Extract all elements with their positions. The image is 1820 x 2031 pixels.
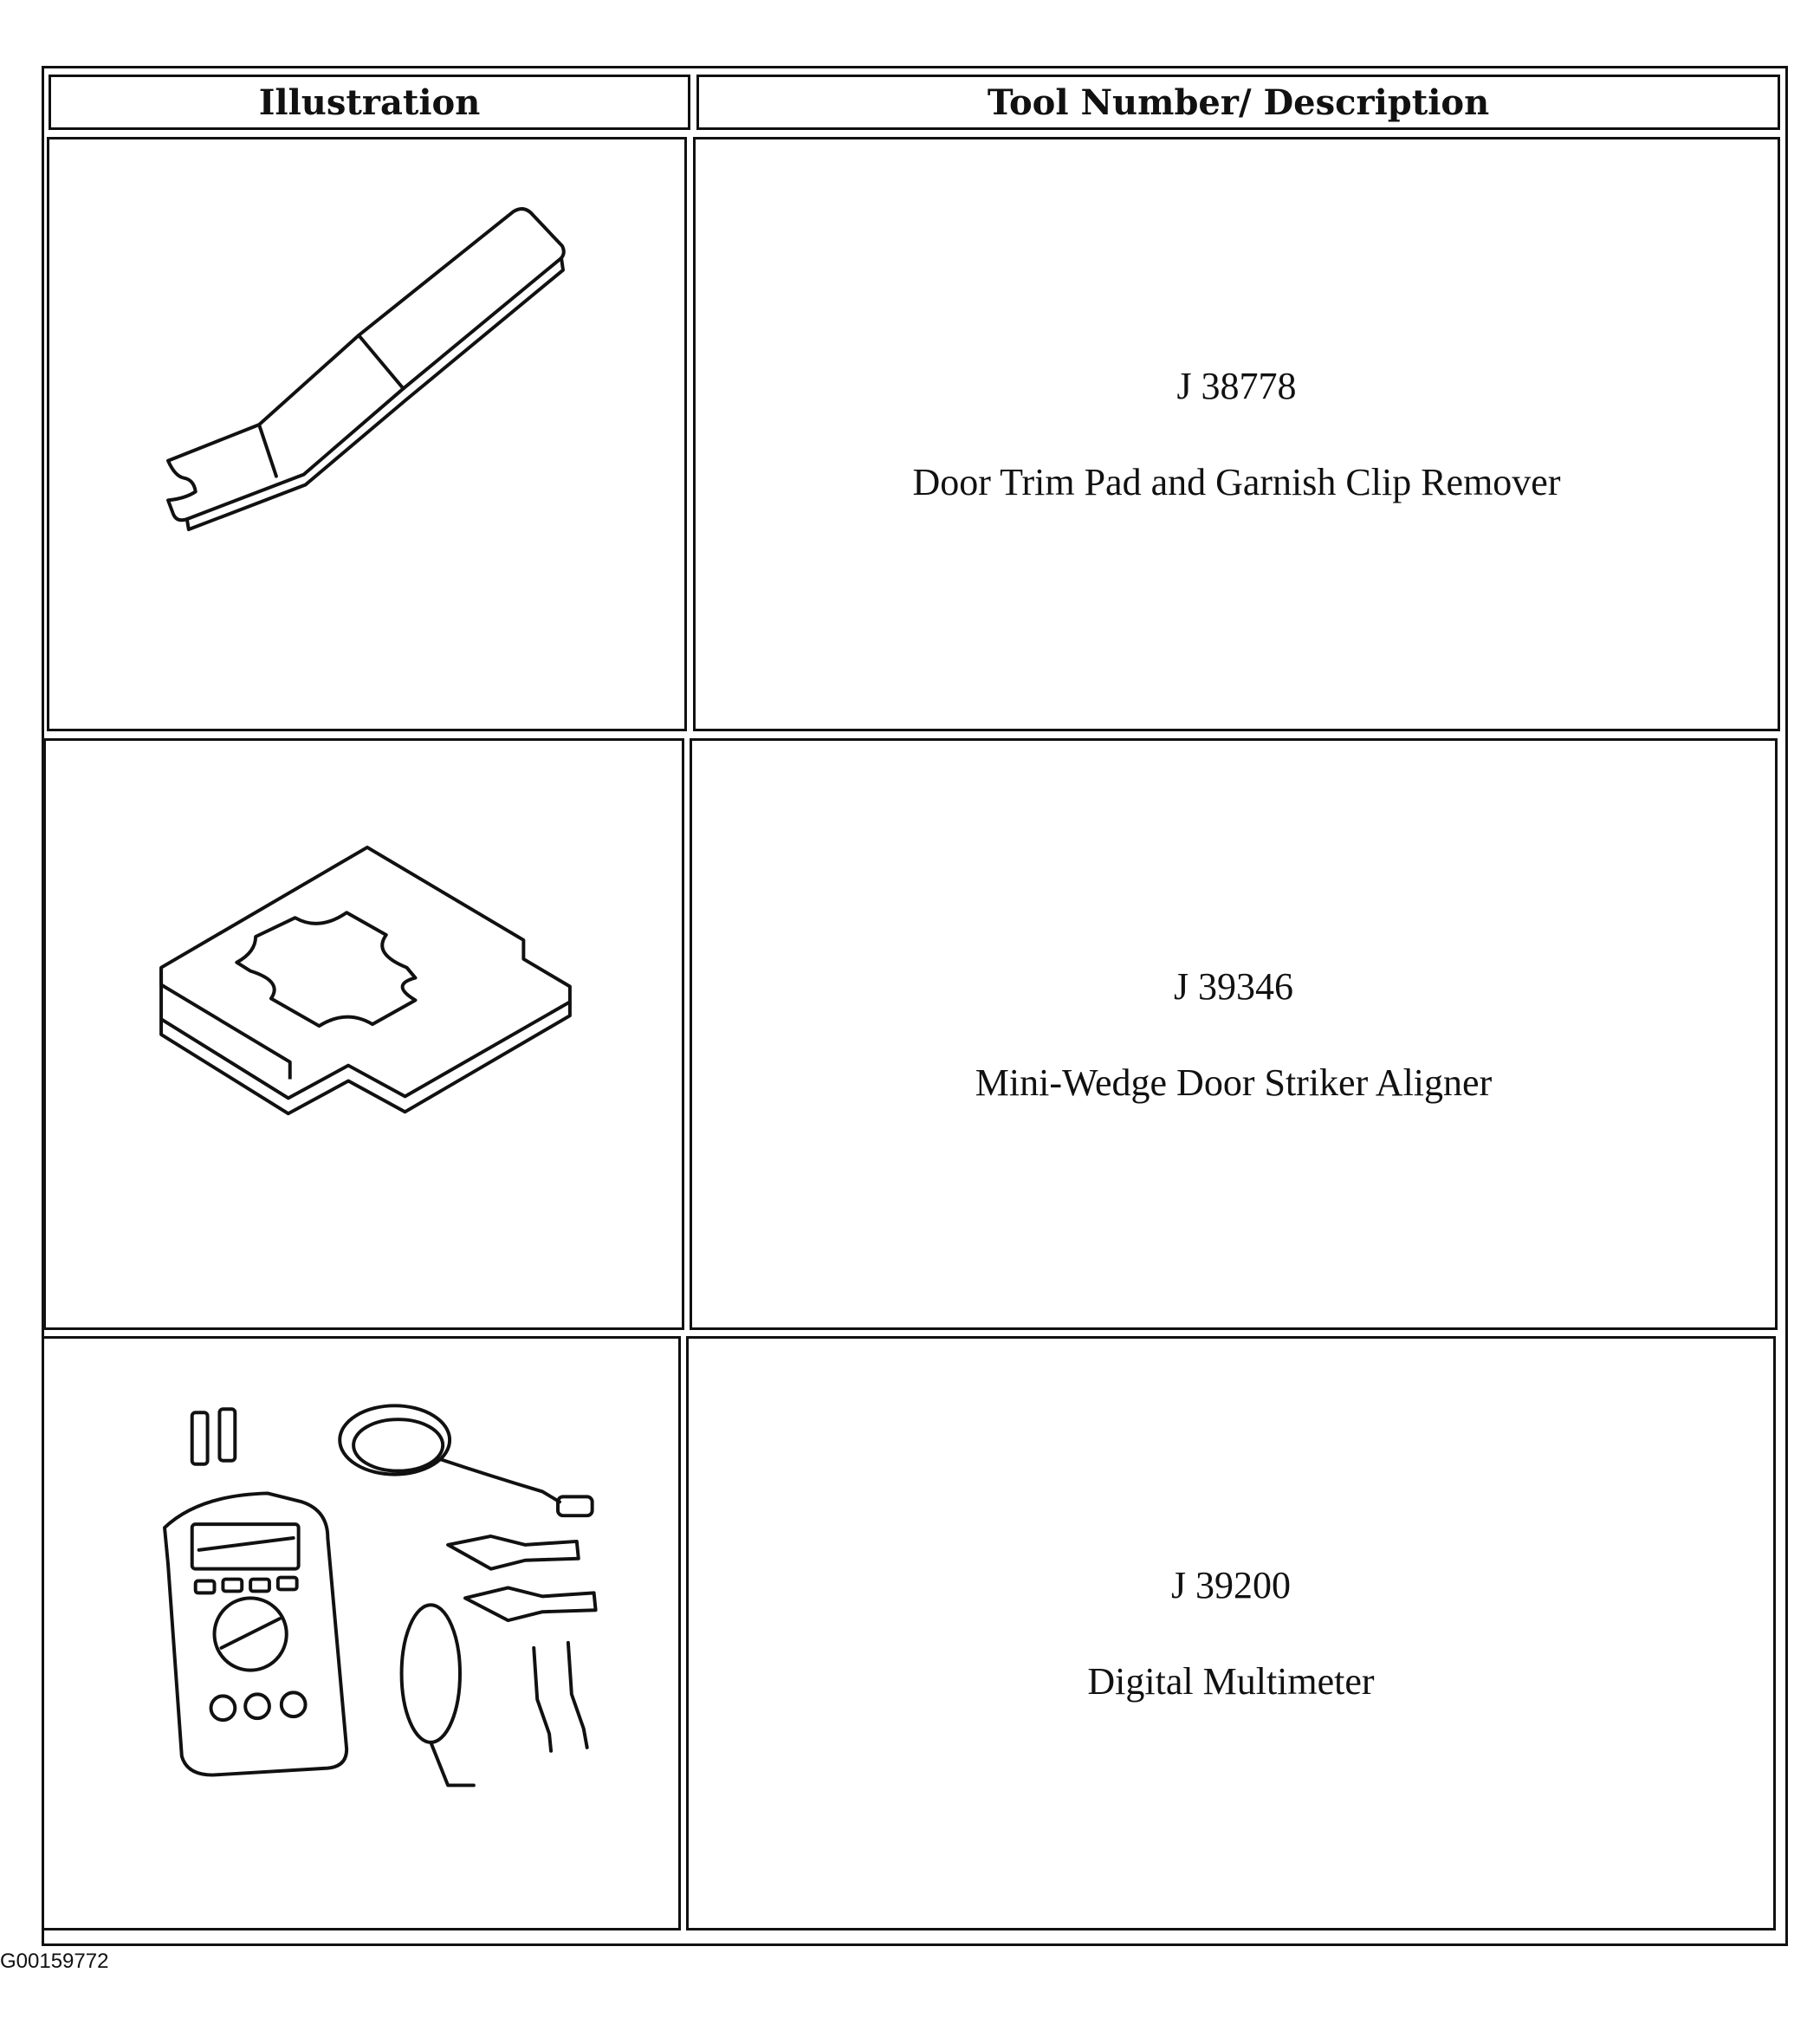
row-2-description: J 39346 Mini-Wedge Door Striker Aligner xyxy=(690,738,1778,1330)
row-1-description: J 38778 Door Trim Pad and Garnish Clip R… xyxy=(693,137,1780,731)
header-illustration-label: Illustration xyxy=(258,81,481,123)
header-illustration: Illustration xyxy=(49,75,690,130)
digital-multimeter-icon xyxy=(163,1404,598,1788)
row-3-description: J 39200 Digital Multimeter xyxy=(686,1336,1776,1930)
header-description: Tool Number/ Description xyxy=(696,75,1780,130)
figure-id: G00159772 xyxy=(0,1950,109,1973)
tool-number: J 38778 xyxy=(1176,365,1297,407)
row-3-illustration xyxy=(42,1336,681,1930)
tool-description: Door Trim Pad and Garnish Clip Remover xyxy=(912,461,1561,503)
tool-description: Digital Multimeter xyxy=(1087,1660,1375,1703)
striker-aligner-tool-icon xyxy=(159,845,572,1116)
header-description-label: Tool Number/ Description xyxy=(987,81,1490,123)
row-1-illustration xyxy=(47,137,687,731)
tool-description: Mini-Wedge Door Striker Aligner xyxy=(975,1061,1493,1104)
clip-remover-tool-icon xyxy=(166,207,566,532)
tool-number: J 39346 xyxy=(1173,964,1294,1008)
row-2-illustration xyxy=(43,738,684,1330)
tool-table xyxy=(42,66,1788,1946)
tool-number: J 39200 xyxy=(1170,1564,1292,1606)
